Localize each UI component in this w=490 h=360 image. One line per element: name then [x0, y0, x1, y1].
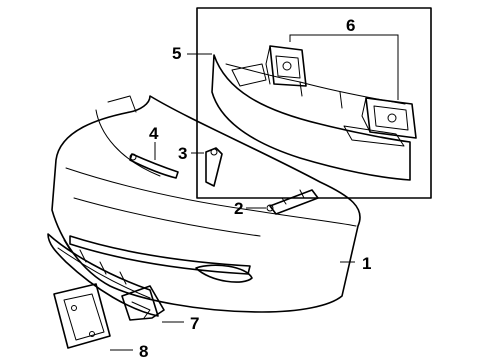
- callout-2: 2: [234, 199, 243, 218]
- callout-8: 8: [139, 342, 148, 360]
- grille-part: [47, 233, 165, 321]
- callout-1: 1: [362, 254, 371, 273]
- callout-5: 5: [172, 44, 181, 63]
- bumper-reinforcement-part: [211, 54, 411, 181]
- callout-3: 3: [178, 144, 187, 163]
- bumper-cover-part: [51, 95, 361, 313]
- bracket-part-lower: [361, 97, 417, 139]
- callout-7: 7: [190, 314, 199, 333]
- inset-frame: [196, 7, 432, 199]
- license-bracket-part: [53, 283, 111, 349]
- bracket-part-upper: [265, 45, 307, 87]
- leader-line-6: [289, 34, 399, 100]
- strap-part: [129, 153, 179, 179]
- callout-6: 6: [346, 16, 355, 35]
- brace-part: [205, 147, 223, 187]
- callout-4: 4: [149, 124, 159, 143]
- mounting-bracket-part: [266, 189, 319, 215]
